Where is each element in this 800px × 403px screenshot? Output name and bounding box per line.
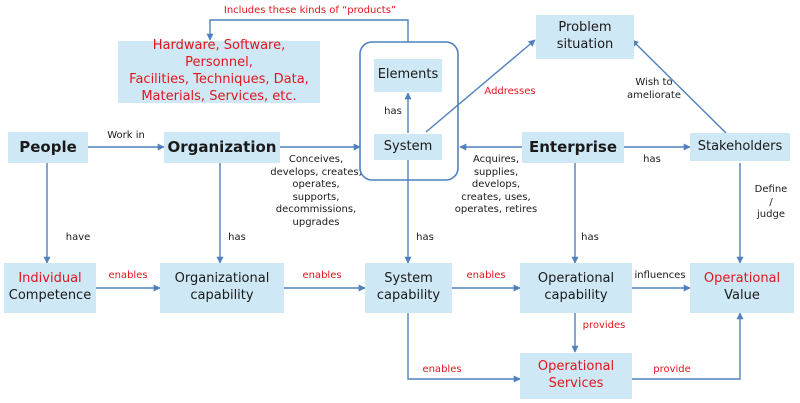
label-enables-4: enables bbox=[422, 364, 462, 375]
label-provide: provide bbox=[653, 364, 691, 375]
label-define-judge: Define / judge bbox=[754, 184, 788, 220]
label-has-ent: has bbox=[581, 232, 599, 243]
arrow-enables-4 bbox=[407, 313, 521, 383]
organizational-capability-box: Organizational capability bbox=[160, 263, 284, 313]
operational-services-box: Operational Services bbox=[520, 353, 632, 399]
label-includes: Includes these kinds of “products” bbox=[223, 5, 397, 16]
products-box: Hardware, Software, Personnel, Facilitie… bbox=[118, 38, 320, 104]
individual-competence-line1: Individual bbox=[18, 271, 82, 287]
label-provides: provides bbox=[582, 320, 626, 331]
stakeholders-box: Stakeholders bbox=[690, 133, 790, 161]
system-capability-box: System capability bbox=[365, 263, 452, 313]
people-box: People bbox=[8, 132, 88, 163]
arrow-wish bbox=[631, 39, 727, 134]
operational-value-line1: Operational bbox=[703, 271, 781, 287]
label-has-org: has bbox=[228, 232, 246, 243]
arrow-addresses bbox=[425, 39, 536, 133]
label-conceives: Conceives, develops, creates, operates, … bbox=[270, 154, 362, 228]
arrow-provide bbox=[632, 312, 744, 380]
enterprise-box: Enterprise bbox=[522, 132, 624, 163]
operational-value-line2: Value bbox=[724, 288, 760, 303]
arrow-includes-products bbox=[206, 19, 409, 42]
elements-box: Elements bbox=[374, 59, 442, 92]
label-acquires: Acquires, supplies, develops, creates, u… bbox=[454, 154, 538, 215]
system-box: System bbox=[374, 134, 442, 160]
label-influences: influences bbox=[634, 270, 686, 281]
label-wish: Wish to ameliorate bbox=[626, 77, 682, 101]
label-have: have bbox=[65, 232, 91, 243]
label-has-elements: has bbox=[384, 106, 402, 117]
label-enables-2: enables bbox=[302, 270, 342, 281]
problem-situation-box: Problem situation bbox=[536, 15, 634, 59]
label-has-sys: has bbox=[416, 232, 434, 243]
label-has-stakeholders: has bbox=[643, 154, 661, 165]
system-container bbox=[359, 41, 459, 181]
label-addresses: Addresses bbox=[484, 86, 536, 97]
individual-competence-line2: Competence bbox=[8, 288, 92, 303]
label-enables-1: enables bbox=[108, 270, 148, 281]
operational-value-box: Operational Value bbox=[690, 263, 794, 313]
organization-box: Organization bbox=[164, 132, 280, 163]
label-work-in: Work in bbox=[107, 130, 145, 141]
label-enables-3: enables bbox=[466, 270, 506, 281]
operational-capability-box: Operational capability bbox=[520, 263, 632, 313]
individual-competence-box: Individual Competence bbox=[4, 263, 96, 313]
